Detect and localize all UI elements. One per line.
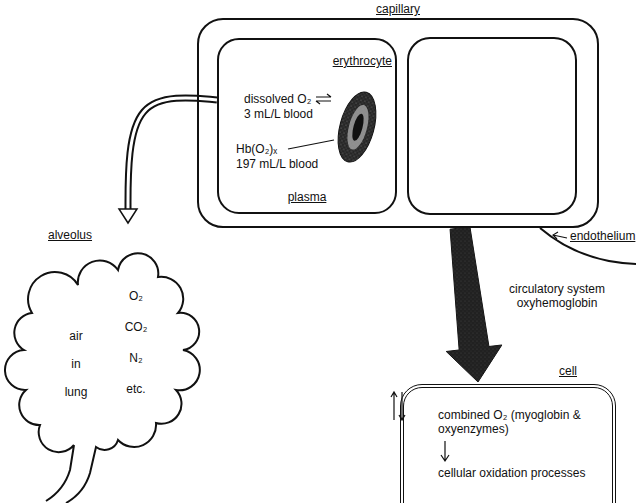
equilibrium-arrows: [316, 94, 331, 104]
text-slot: plasma: [279, 190, 335, 204]
leader-line: [553, 232, 567, 239]
node-text: air in lung: [59, 322, 93, 406]
annotation-label: dissolved O₂: [244, 92, 316, 106]
text-slot: capillary: [197, 2, 599, 16]
alveolus-outline: [5, 253, 200, 503]
text-slot: 197 mL/L blood: [236, 157, 328, 171]
annotation-label: Hb(O₂)ₓ: [236, 142, 286, 156]
text-slot: Hb(O₂)ₓ: [236, 142, 286, 156]
text-slot: endothelium: [570, 229, 634, 243]
text-slot: air in lung: [59, 322, 93, 406]
annotation-label: 3 mL/L blood: [244, 107, 328, 121]
connector: [446, 227, 502, 382]
text-slot: circulatory system oxyhemoglobin: [503, 282, 611, 310]
flow-arrow: [446, 227, 502, 382]
plasma-compartment: plasma erythrocyte: [217, 38, 397, 214]
erythrocyte-drawing: [331, 88, 382, 166]
flow-arrow-texture: [446, 227, 502, 382]
endothelium-wall: [540, 228, 636, 264]
node-text: cellular oxidation processes: [438, 466, 610, 480]
box-outline: [400, 384, 616, 503]
text-slot: cell: [548, 364, 588, 378]
edge-label: circulatory system oxyhemoglobin: [503, 282, 611, 310]
alveolus-sac: alveolus air in lung O₂ CO₂ N₂ etc.: [18, 225, 190, 503]
connector: [119, 98, 217, 223]
text-slot: combined O₂ (myoglobin & oxyenzymes): [438, 408, 610, 436]
text-slot: erythrocyte: [326, 54, 392, 68]
text-slot: 3 mL/L blood: [244, 107, 328, 121]
text-slot: O₂ CO₂ N₂ etc.: [116, 281, 156, 405]
annotation-label: endothelium: [570, 229, 634, 243]
node-text: combined O₂ (myoglobin & oxyenzymes): [438, 408, 610, 436]
region-label: plasma: [279, 190, 335, 204]
node-heading: capillary: [197, 2, 599, 16]
alveolus-outline: [18, 225, 190, 503]
text-slot: dissolved O₂: [244, 92, 316, 106]
tissue-cell: cell combined O₂ (myoglobin & oxyenzymes)…: [398, 362, 622, 503]
connector-line: [128, 98, 217, 213]
text-slot: alveolus: [48, 228, 112, 242]
node-heading: alveolus: [48, 228, 112, 242]
node-heading: cell: [548, 364, 588, 378]
process-arrow: [441, 441, 449, 461]
node-heading: erythrocyte: [326, 54, 392, 68]
box-outline: [197, 18, 599, 228]
erythrocyte-cell: erythrocyte: [326, 52, 394, 170]
connector-line: [128, 98, 217, 213]
capillary-compartment: [408, 38, 576, 214]
leader-line: [288, 140, 334, 149]
text-slot: cellular oxidation processes: [438, 466, 610, 480]
node-text: O₂ CO₂ N₂ etc.: [116, 281, 156, 405]
arrow-head: [119, 209, 137, 223]
annotation-label: 197 mL/L blood: [236, 157, 328, 171]
